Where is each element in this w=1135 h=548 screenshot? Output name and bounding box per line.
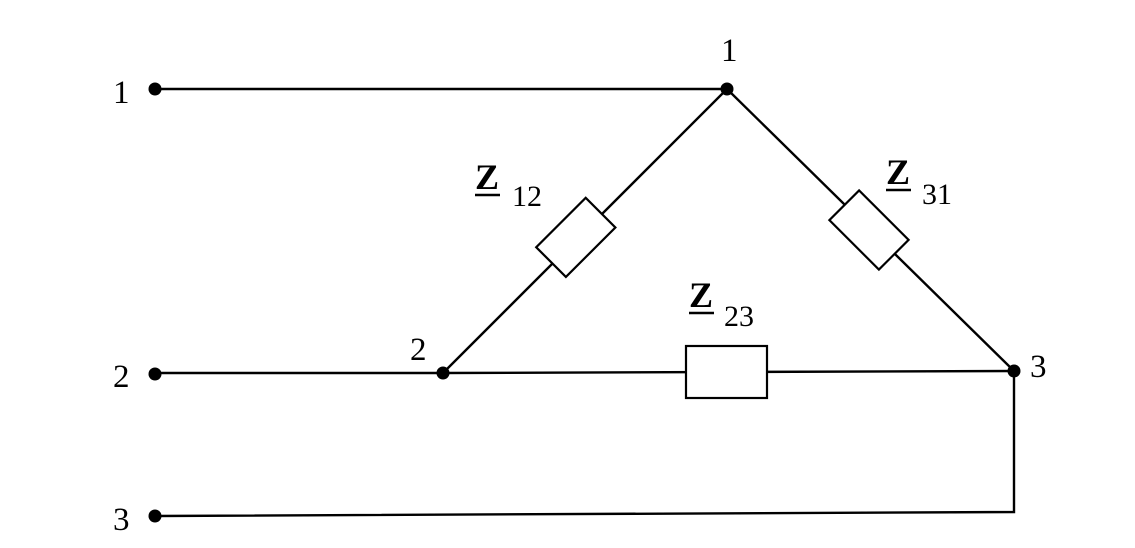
terminal-2-label: 2	[113, 359, 130, 395]
impedance-z23-symbol: Z	[689, 275, 713, 315]
terminal-2-dot	[148, 367, 162, 381]
impedance-z31-box	[827, 188, 911, 272]
wire-terminal-3	[153, 369, 1016, 518]
terminal-3-label: 3	[113, 502, 130, 538]
terminal-1-dot	[148, 82, 162, 96]
terminal-1-label: 1	[113, 75, 130, 111]
node-1-dot	[720, 82, 734, 96]
impedance-z31-subscript: 31	[922, 178, 952, 211]
node-2-dot	[436, 366, 450, 380]
impedance-z12-symbol: Z	[475, 157, 499, 197]
node-1-label: 1	[721, 33, 738, 69]
impedance-z31-symbol: Z	[886, 152, 910, 192]
node-3-label: 3	[1030, 349, 1047, 385]
impedance-z12-subscript: 12	[512, 180, 542, 213]
impedance-z12-box	[534, 196, 617, 279]
node-3-dot	[1007, 364, 1021, 378]
terminal-3-dot	[148, 509, 162, 523]
impedance-z23-subscript: 23	[724, 300, 754, 333]
impedance-z23-box	[684, 344, 769, 400]
node-2-label: 2	[410, 332, 427, 368]
